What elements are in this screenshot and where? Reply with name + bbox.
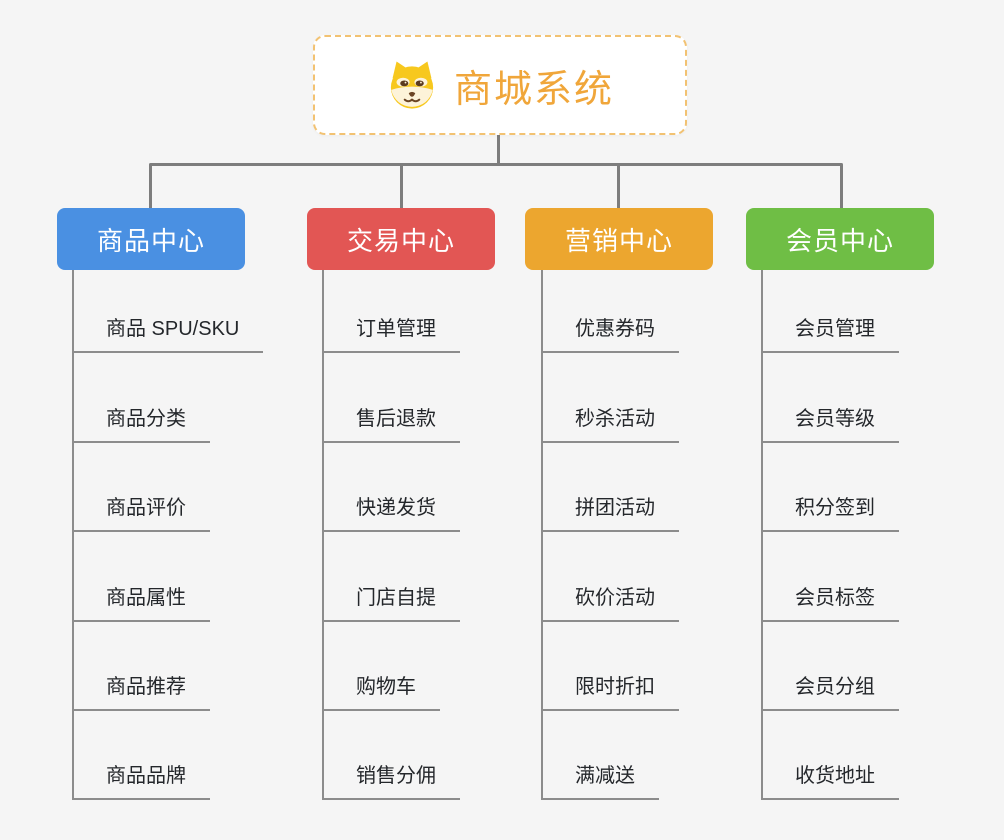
leaf-node[interactable]: 秒杀活动 [541,405,679,443]
dog-face-icon [386,59,438,111]
leaf-node[interactable]: 门店自提 [322,584,460,622]
leaf-node[interactable]: 会员等级 [761,405,899,443]
leaf-node[interactable]: 购物车 [322,673,440,711]
connector-column-line [541,269,543,800]
connector-branch-stem [400,165,403,208]
leaf-node[interactable]: 满减送 [541,762,659,800]
connector-column-line [322,269,324,800]
leaf-node[interactable]: 会员分组 [761,673,899,711]
branch-header-trade-center[interactable]: 交易中心 [307,208,495,270]
leaf-node[interactable]: 商品分类 [72,405,210,443]
leaf-node[interactable]: 收货地址 [761,762,899,800]
leaf-node[interactable]: 会员标签 [761,584,899,622]
leaf-node[interactable]: 积分签到 [761,494,899,532]
connector-branch-stem [149,165,152,208]
leaf-node[interactable]: 优惠券码 [541,315,679,353]
connector-column-line [761,269,763,800]
leaf-node[interactable]: 会员管理 [761,315,899,353]
connector-horizontal-bus [149,163,843,166]
branch-header-product-center[interactable]: 商品中心 [57,208,245,270]
branch-header-member-center[interactable]: 会员中心 [746,208,934,270]
connector-root-stem [497,135,500,165]
branch-header-marketing-center[interactable]: 营销中心 [525,208,713,270]
connector-column-line [72,269,74,800]
leaf-node[interactable]: 销售分佣 [322,762,460,800]
leaf-node[interactable]: 售后退款 [322,405,460,443]
leaf-node[interactable]: 商品属性 [72,584,210,622]
connector-branch-stem [840,165,843,208]
leaf-node[interactable]: 快递发货 [322,494,460,532]
leaf-node[interactable]: 商品评价 [72,494,210,532]
connector-branch-stem [617,165,620,208]
leaf-node[interactable]: 订单管理 [322,315,460,353]
root-title: 商城系统 [453,68,614,111]
leaf-node[interactable]: 限时折扣 [541,673,679,711]
leaf-node[interactable]: 砍价活动 [541,584,679,622]
leaf-node[interactable]: 商品推荐 [72,673,210,711]
leaf-node[interactable]: 拼团活动 [541,494,679,532]
root-node[interactable]: 商城系统 [313,35,687,135]
leaf-node[interactable]: 商品品牌 [72,762,210,800]
leaf-node[interactable]: 商品 SPU/SKU [72,315,264,353]
